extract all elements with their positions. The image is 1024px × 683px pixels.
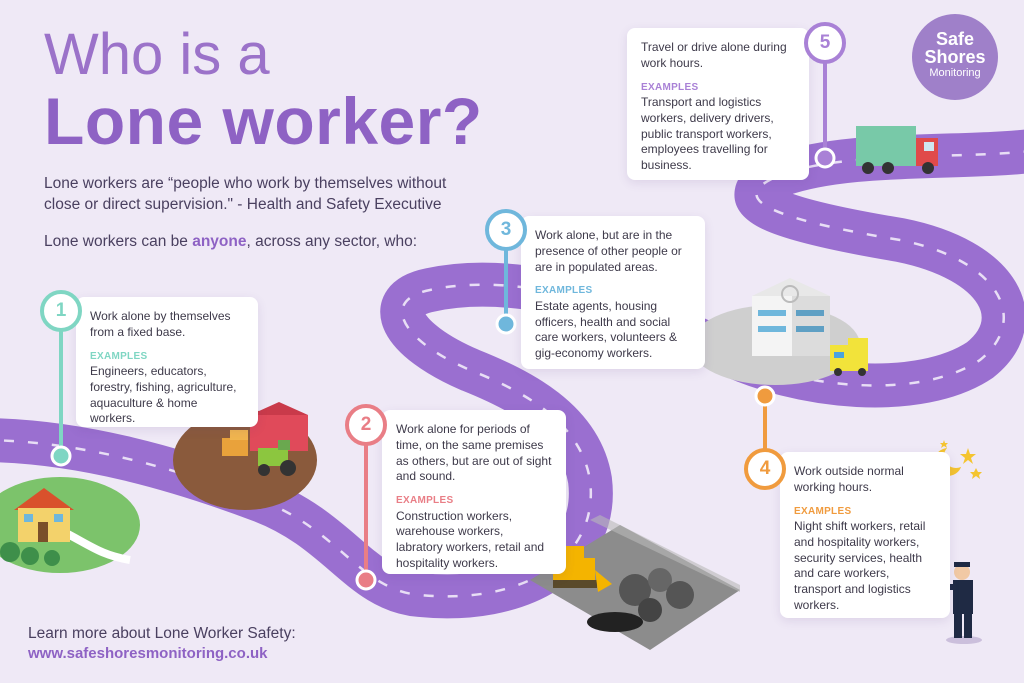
step-3-badge: 3: [485, 209, 527, 251]
step-3-card: Work alone, but are in the presence of o…: [521, 216, 705, 369]
intro-lead-highlight: anyone: [192, 233, 247, 250]
step-2-examples-label: EXAMPLES: [396, 495, 454, 507]
intro-lead: Lone workers can be anyone, across any s…: [44, 233, 417, 251]
farm-illustration: [173, 402, 317, 510]
title-line-1: Who is a: [44, 22, 270, 87]
step-5-badge: 5: [804, 22, 846, 64]
intro-lead-after: , across any sector, who:: [246, 233, 418, 250]
step-5-examples-label: EXAMPLES: [641, 81, 699, 93]
step-4-card: Work outside normal working hours. EXAMP…: [780, 452, 950, 618]
safe-shores-logo: Safe Shores Monitoring: [912, 14, 998, 100]
hospital-illustration: [690, 278, 868, 385]
step-5-description: Travel or drive alone during work hours.: [641, 40, 787, 70]
stars-icon: [940, 440, 982, 479]
footer-website-link[interactable]: www.safeshoresmonitoring.co.uk: [28, 645, 268, 662]
step-4-examples: Night shift workers, retail and hospital…: [794, 518, 926, 612]
step-1-card: Work alone by themselves from a fixed ba…: [76, 297, 258, 427]
step-2-badge: 2: [345, 404, 387, 446]
title-line-2: Lone worker?: [44, 84, 483, 158]
footer-text: Learn more about Lone Worker Safety:: [28, 625, 296, 642]
step-5-card: Travel or drive alone during work hours.…: [627, 28, 809, 180]
logo-line-1: Safe: [935, 29, 975, 49]
step-1-examples-label: EXAMPLES: [90, 350, 148, 362]
step-1-description: Work alone by themselves from a fixed ba…: [90, 309, 231, 339]
step-3-description: Work alone, but are in the presence of o…: [535, 228, 682, 274]
step-2-card: Work alone for periods of time, on the s…: [382, 410, 566, 574]
logo-line-2: Shores: [924, 47, 986, 67]
step-4-examples-label: EXAMPLES: [794, 505, 852, 517]
truck-illustration: [856, 126, 938, 174]
intro-quote: Lone workers are “people who work by the…: [44, 175, 447, 213]
logo-line-3: Monitoring: [929, 66, 981, 79]
house-illustration: [0, 477, 140, 573]
step-2-examples: Construction workers, warehouse workers,…: [396, 508, 545, 570]
step-5-examples: Transport and logistics workers, deliver…: [641, 94, 774, 173]
step-1-examples: Engineers, educators, forestry, fishing,…: [90, 363, 237, 426]
step-4-badge: 4: [744, 448, 786, 490]
step-3-examples: Estate agents, housing officers, health …: [535, 298, 678, 361]
intro-lead-before: Lone workers can be: [44, 233, 193, 250]
step-2-description: Work alone for periods of time, on the s…: [396, 422, 552, 484]
step-connectors: [50, 62, 836, 591]
step-3-examples-label: EXAMPLES: [535, 285, 593, 297]
step-4-description: Work outside normal working hours.: [794, 464, 904, 494]
step-1-badge: 1: [40, 290, 82, 332]
